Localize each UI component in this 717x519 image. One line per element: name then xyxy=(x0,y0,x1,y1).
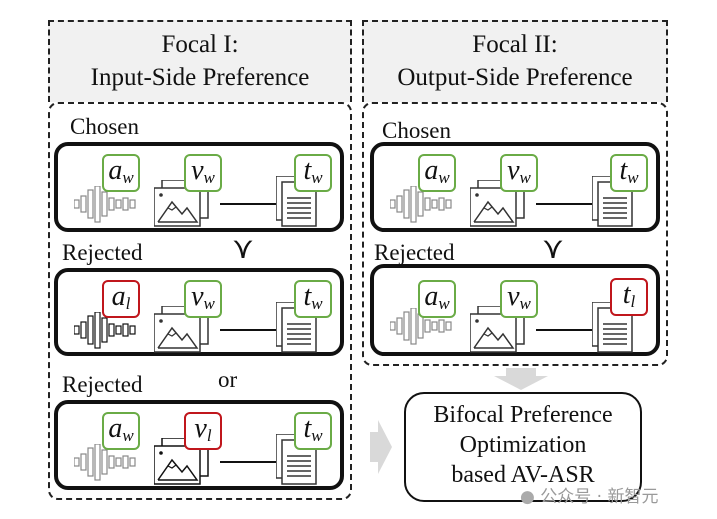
focal1-rejected-label-2: Rejected xyxy=(62,372,143,397)
audio-waveform-icon xyxy=(74,312,136,349)
focal2-title-line1: Focal II: xyxy=(472,31,558,58)
focal1-title-line1: Focal I: xyxy=(161,31,239,58)
focal1-header: Focal I: Input-Side Preference xyxy=(48,20,352,102)
visual-tag: vw xyxy=(500,154,538,192)
text-tag: tw xyxy=(294,412,332,450)
focal1-preference-symbol: ⋎ xyxy=(232,232,254,265)
result-line3: based AV-ASR xyxy=(451,462,595,488)
focal2-title-line2: Output-Side Preference xyxy=(397,64,633,91)
focal1-panel xyxy=(48,102,352,500)
visual-tag-rejected: vl xyxy=(184,412,222,450)
audio-tag: aw xyxy=(102,154,140,192)
audio-tag: aw xyxy=(418,280,456,318)
chat-bubble-icon: ● xyxy=(520,487,535,507)
down-flow-arrow-icon xyxy=(494,368,548,390)
audio-tag-rejected: al xyxy=(102,280,140,318)
focal1-or-label: or xyxy=(218,367,238,392)
result-line2: Optimization xyxy=(459,432,587,458)
audio-tag: aw xyxy=(418,154,456,192)
right-flow-arrow-icon xyxy=(370,420,392,474)
visual-tag: vw xyxy=(184,154,222,192)
visual-tag: vw xyxy=(500,280,538,318)
focal2-chosen-pair: aw vw tw xyxy=(370,142,660,232)
focal2-panel xyxy=(362,102,668,366)
focal1-title-line2: Input-Side Preference xyxy=(90,64,310,91)
visual-tag: vw xyxy=(184,280,222,318)
text-tag-rejected: tl xyxy=(610,278,648,316)
bifocal-result-box: Bifocal Preference Optimization based AV… xyxy=(404,392,642,502)
focal1-rejected-label-1: Rejected xyxy=(62,240,143,265)
result-line1: Bifocal Preference xyxy=(433,402,613,428)
focal1-rejected-audio-pair: al vw tw xyxy=(54,268,344,356)
focal2-chosen-label: Chosen xyxy=(382,118,451,143)
focal2-header: Focal II: Output-Side Preference xyxy=(362,20,668,102)
focal2-rejected-label: Rejected xyxy=(374,240,455,265)
focal1-chosen-label: Chosen xyxy=(70,114,139,139)
audio-tag: aw xyxy=(102,412,140,450)
watermark: ● 公众号 · 新智元 xyxy=(520,482,658,507)
focal1-rejected-visual-pair: aw vl tw xyxy=(54,400,344,490)
text-tag: tw xyxy=(610,154,648,192)
text-tag: tw xyxy=(294,154,332,192)
focal1-chosen-pair: aw vw tw xyxy=(54,142,344,232)
focal2-rejected-text-pair: aw vw tl xyxy=(370,264,660,356)
text-tag: tw xyxy=(294,280,332,318)
watermark-text: 公众号 · 新智元 xyxy=(540,487,659,507)
focal2-preference-symbol: ⋎ xyxy=(542,232,564,265)
